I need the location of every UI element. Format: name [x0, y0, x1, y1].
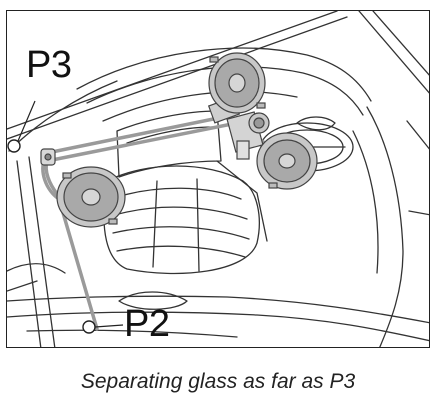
cable-connector — [40, 148, 56, 166]
dashboard-outline — [76, 47, 372, 102]
p2-leader-line — [94, 324, 124, 328]
door-sill — [7, 295, 429, 324]
car-interior-drawing — [7, 11, 429, 347]
roof-edge-line — [358, 11, 429, 94]
tweeter — [248, 112, 270, 134]
seat-outline — [103, 165, 260, 275]
car-interior-illustration — [6, 10, 430, 348]
p3-leader-line — [17, 100, 36, 142]
left-speaker — [56, 166, 126, 228]
callout-p3-label: P3 — [26, 44, 72, 86]
p3-marker-circle — [7, 139, 21, 153]
callout-p2-label: P2 — [124, 303, 170, 345]
door-panel — [366, 106, 404, 347]
right-speaker — [256, 132, 318, 190]
p2-marker-circle — [82, 320, 96, 334]
figure-caption: Separating glass as far as P3 — [80, 370, 356, 393]
dash-speaker — [208, 52, 266, 114]
